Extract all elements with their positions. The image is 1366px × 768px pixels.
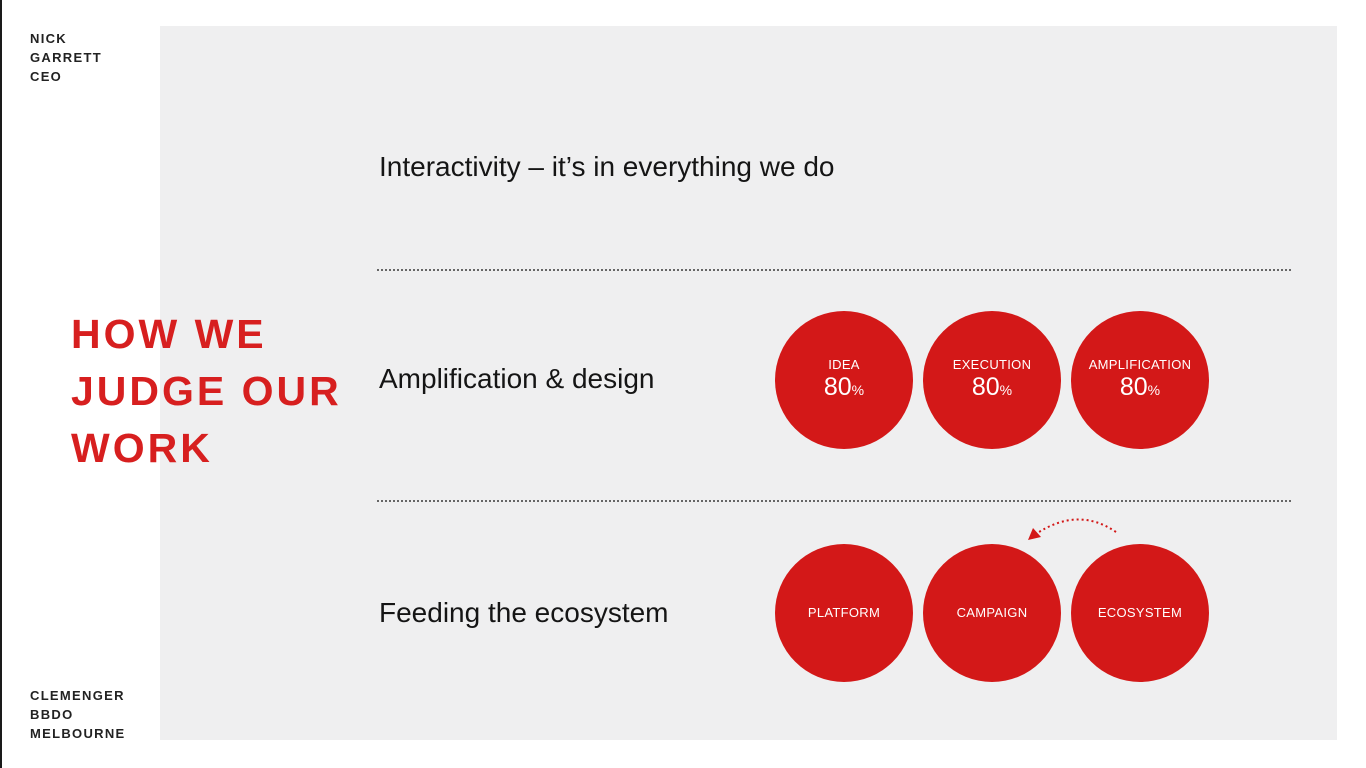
circle-value: 80%: [1120, 373, 1160, 404]
row-label-amplification: Amplification & design: [379, 363, 655, 394]
slide-title: HOW WE JUDGE OUR WORK: [71, 306, 342, 477]
circle-label: IDEA: [828, 356, 860, 372]
circle-amplification: AMPLIFICATION 80%: [1071, 311, 1209, 449]
circle-label: CAMPAIGN: [956, 605, 1028, 620]
agency-line-2: BBDO: [30, 707, 74, 722]
circle-campaign: CAMPAIGN: [923, 544, 1061, 682]
circle-platform: PLATFORM: [775, 544, 913, 682]
circle-label: AMPLIFICATION: [1088, 356, 1192, 372]
row-label-interactivity: Interactivity – it’s in everything we do: [379, 151, 835, 182]
presenter-role: CEO: [30, 69, 63, 84]
presenter-first-name: NICK: [30, 31, 67, 46]
agency-line-3: MELBOURNE: [30, 726, 126, 741]
percent-sign: %: [999, 381, 1013, 398]
circle-ecosystem: ECOSYSTEM: [1071, 544, 1209, 682]
slide-title-line-1: HOW WE: [71, 311, 267, 357]
circle-execution: EXECUTION 80%: [923, 311, 1061, 449]
presenter-last-name: GARRETT: [30, 50, 102, 65]
dotted-divider: [377, 500, 1291, 502]
circle-label: EXECUTION: [952, 356, 1032, 372]
score-number: 80: [823, 372, 852, 401]
score-number: 80: [1119, 372, 1148, 401]
circle-idea: IDEA 80%: [775, 311, 913, 449]
percent-sign: %: [851, 381, 865, 398]
agency-credit: CLEMENGER BBDO MELBOURNE: [30, 686, 125, 743]
circle-value: 80%: [972, 373, 1012, 404]
agency-line-1: CLEMENGER: [30, 688, 125, 703]
circle-value: 80%: [824, 373, 864, 404]
circle-label: ECOSYSTEM: [1097, 605, 1183, 620]
slide-title-line-3: WORK: [71, 425, 213, 471]
row-label-ecosystem: Feeding the ecosystem: [379, 597, 669, 628]
dotted-divider: [377, 269, 1291, 271]
slide-title-line-2: JUDGE OUR: [71, 368, 342, 414]
percent-sign: %: [1147, 381, 1161, 398]
score-number: 80: [971, 372, 1000, 401]
window-left-edge: [0, 0, 2, 768]
presenter-credit: NICK GARRETT CEO: [30, 29, 102, 86]
circle-label: PLATFORM: [807, 605, 881, 620]
curved-dotted-arrow-icon: [1028, 518, 1117, 540]
